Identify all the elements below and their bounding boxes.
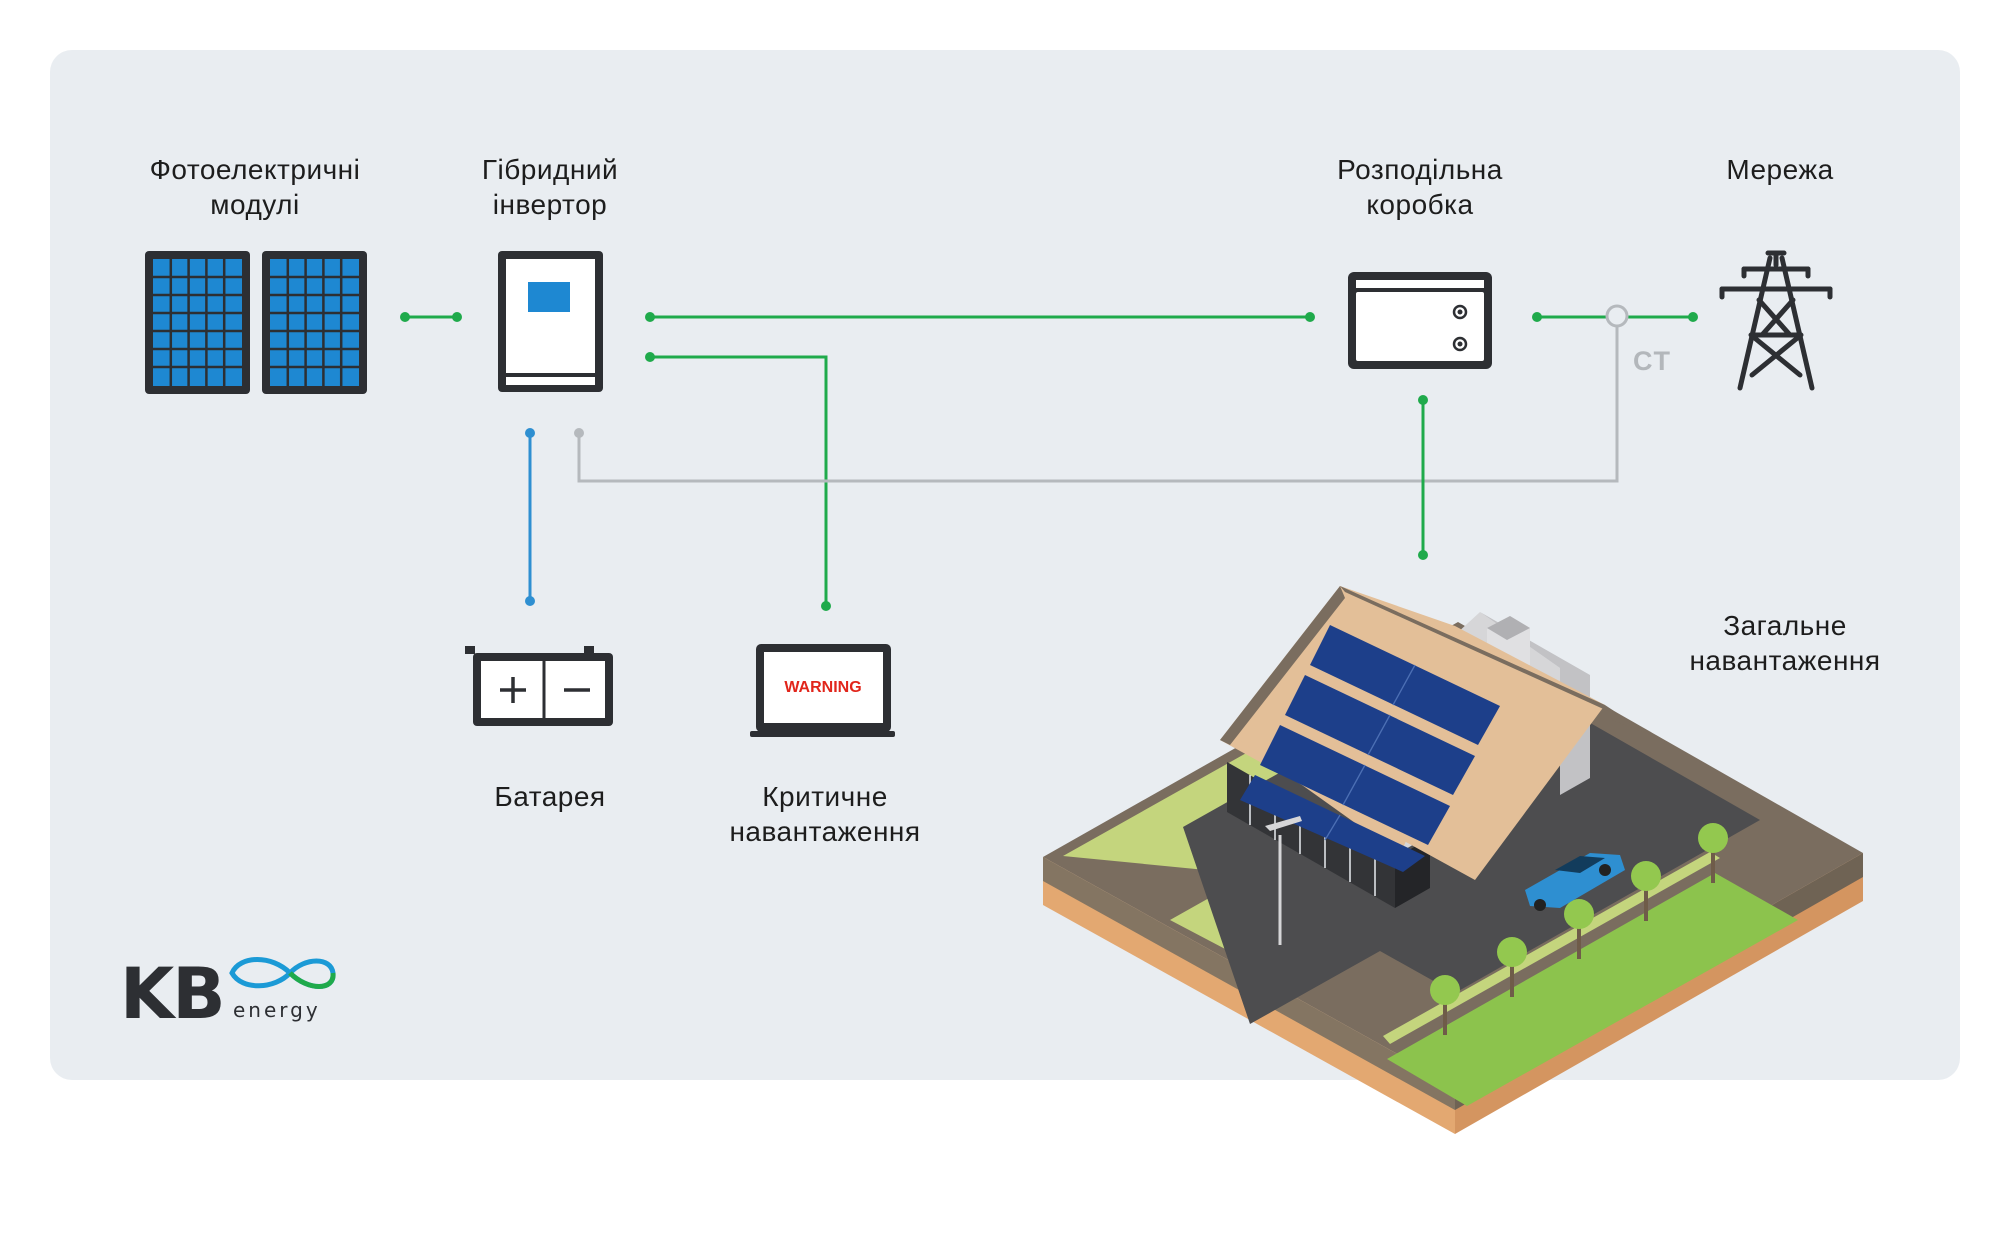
logo-word: energy: [233, 998, 321, 1022]
general-label-line2: навантаження: [1689, 645, 1881, 676]
tree: [1698, 823, 1728, 883]
inverter-label-line1: Гібридний: [481, 154, 619, 185]
inverter-label: Гібридний інвертор: [450, 152, 650, 222]
warning-text: WARNING: [784, 679, 861, 696]
general-load-label: Загальне навантаження: [1660, 608, 1910, 678]
grid-label: Мережа: [1680, 152, 1880, 187]
inverter-label-line2: інвертор: [492, 189, 608, 220]
tree: [1564, 899, 1594, 959]
power-tower-icon: [1719, 250, 1833, 391]
pv-label-line1: Фотоелектричні: [149, 154, 361, 185]
solar-panel-icon: [145, 251, 367, 394]
grid-label-text: Мережа: [1726, 154, 1834, 185]
distribution-box-label: Розподільна коробка: [1300, 152, 1540, 222]
inverter-icon: [498, 251, 603, 392]
battery-icon: [465, 646, 613, 726]
laptop-warning-icon: WARNING: [750, 644, 895, 737]
pv-label-line2: модулі: [210, 189, 300, 220]
box-label-line1: Розподільна: [1337, 154, 1503, 185]
ct-sensor-ring: [1605, 304, 1629, 328]
roof-solar-panels: [1240, 625, 1500, 872]
ct-label: CT: [1633, 346, 1671, 376]
connections: [400, 304, 1698, 611]
general-label-line1: Загальне: [1723, 610, 1847, 641]
house-icon: [1043, 586, 1863, 1134]
battery-label: Батарея: [440, 779, 660, 814]
critical-label-line2: навантаження: [729, 816, 921, 847]
logo-letters: KB: [120, 953, 224, 1035]
ct-sensor-line: [577, 316, 1619, 483]
box-label-line2: коробка: [1366, 189, 1474, 220]
critical-load-line: [650, 355, 828, 606]
critical-label-line1: Критичне: [762, 781, 888, 812]
tree: [1631, 861, 1661, 921]
critical-load-label: Критичне навантаження: [700, 779, 950, 849]
car-icon: [1525, 853, 1625, 911]
pv-modules-label: Фотоелектричні модулі: [120, 152, 390, 222]
tree: [1497, 937, 1527, 997]
kb-energy-logo: KB energy: [120, 953, 336, 1035]
tree: [1430, 975, 1460, 1035]
distribution-box-icon: [1348, 272, 1492, 369]
battery-label-text: Батарея: [494, 781, 606, 812]
